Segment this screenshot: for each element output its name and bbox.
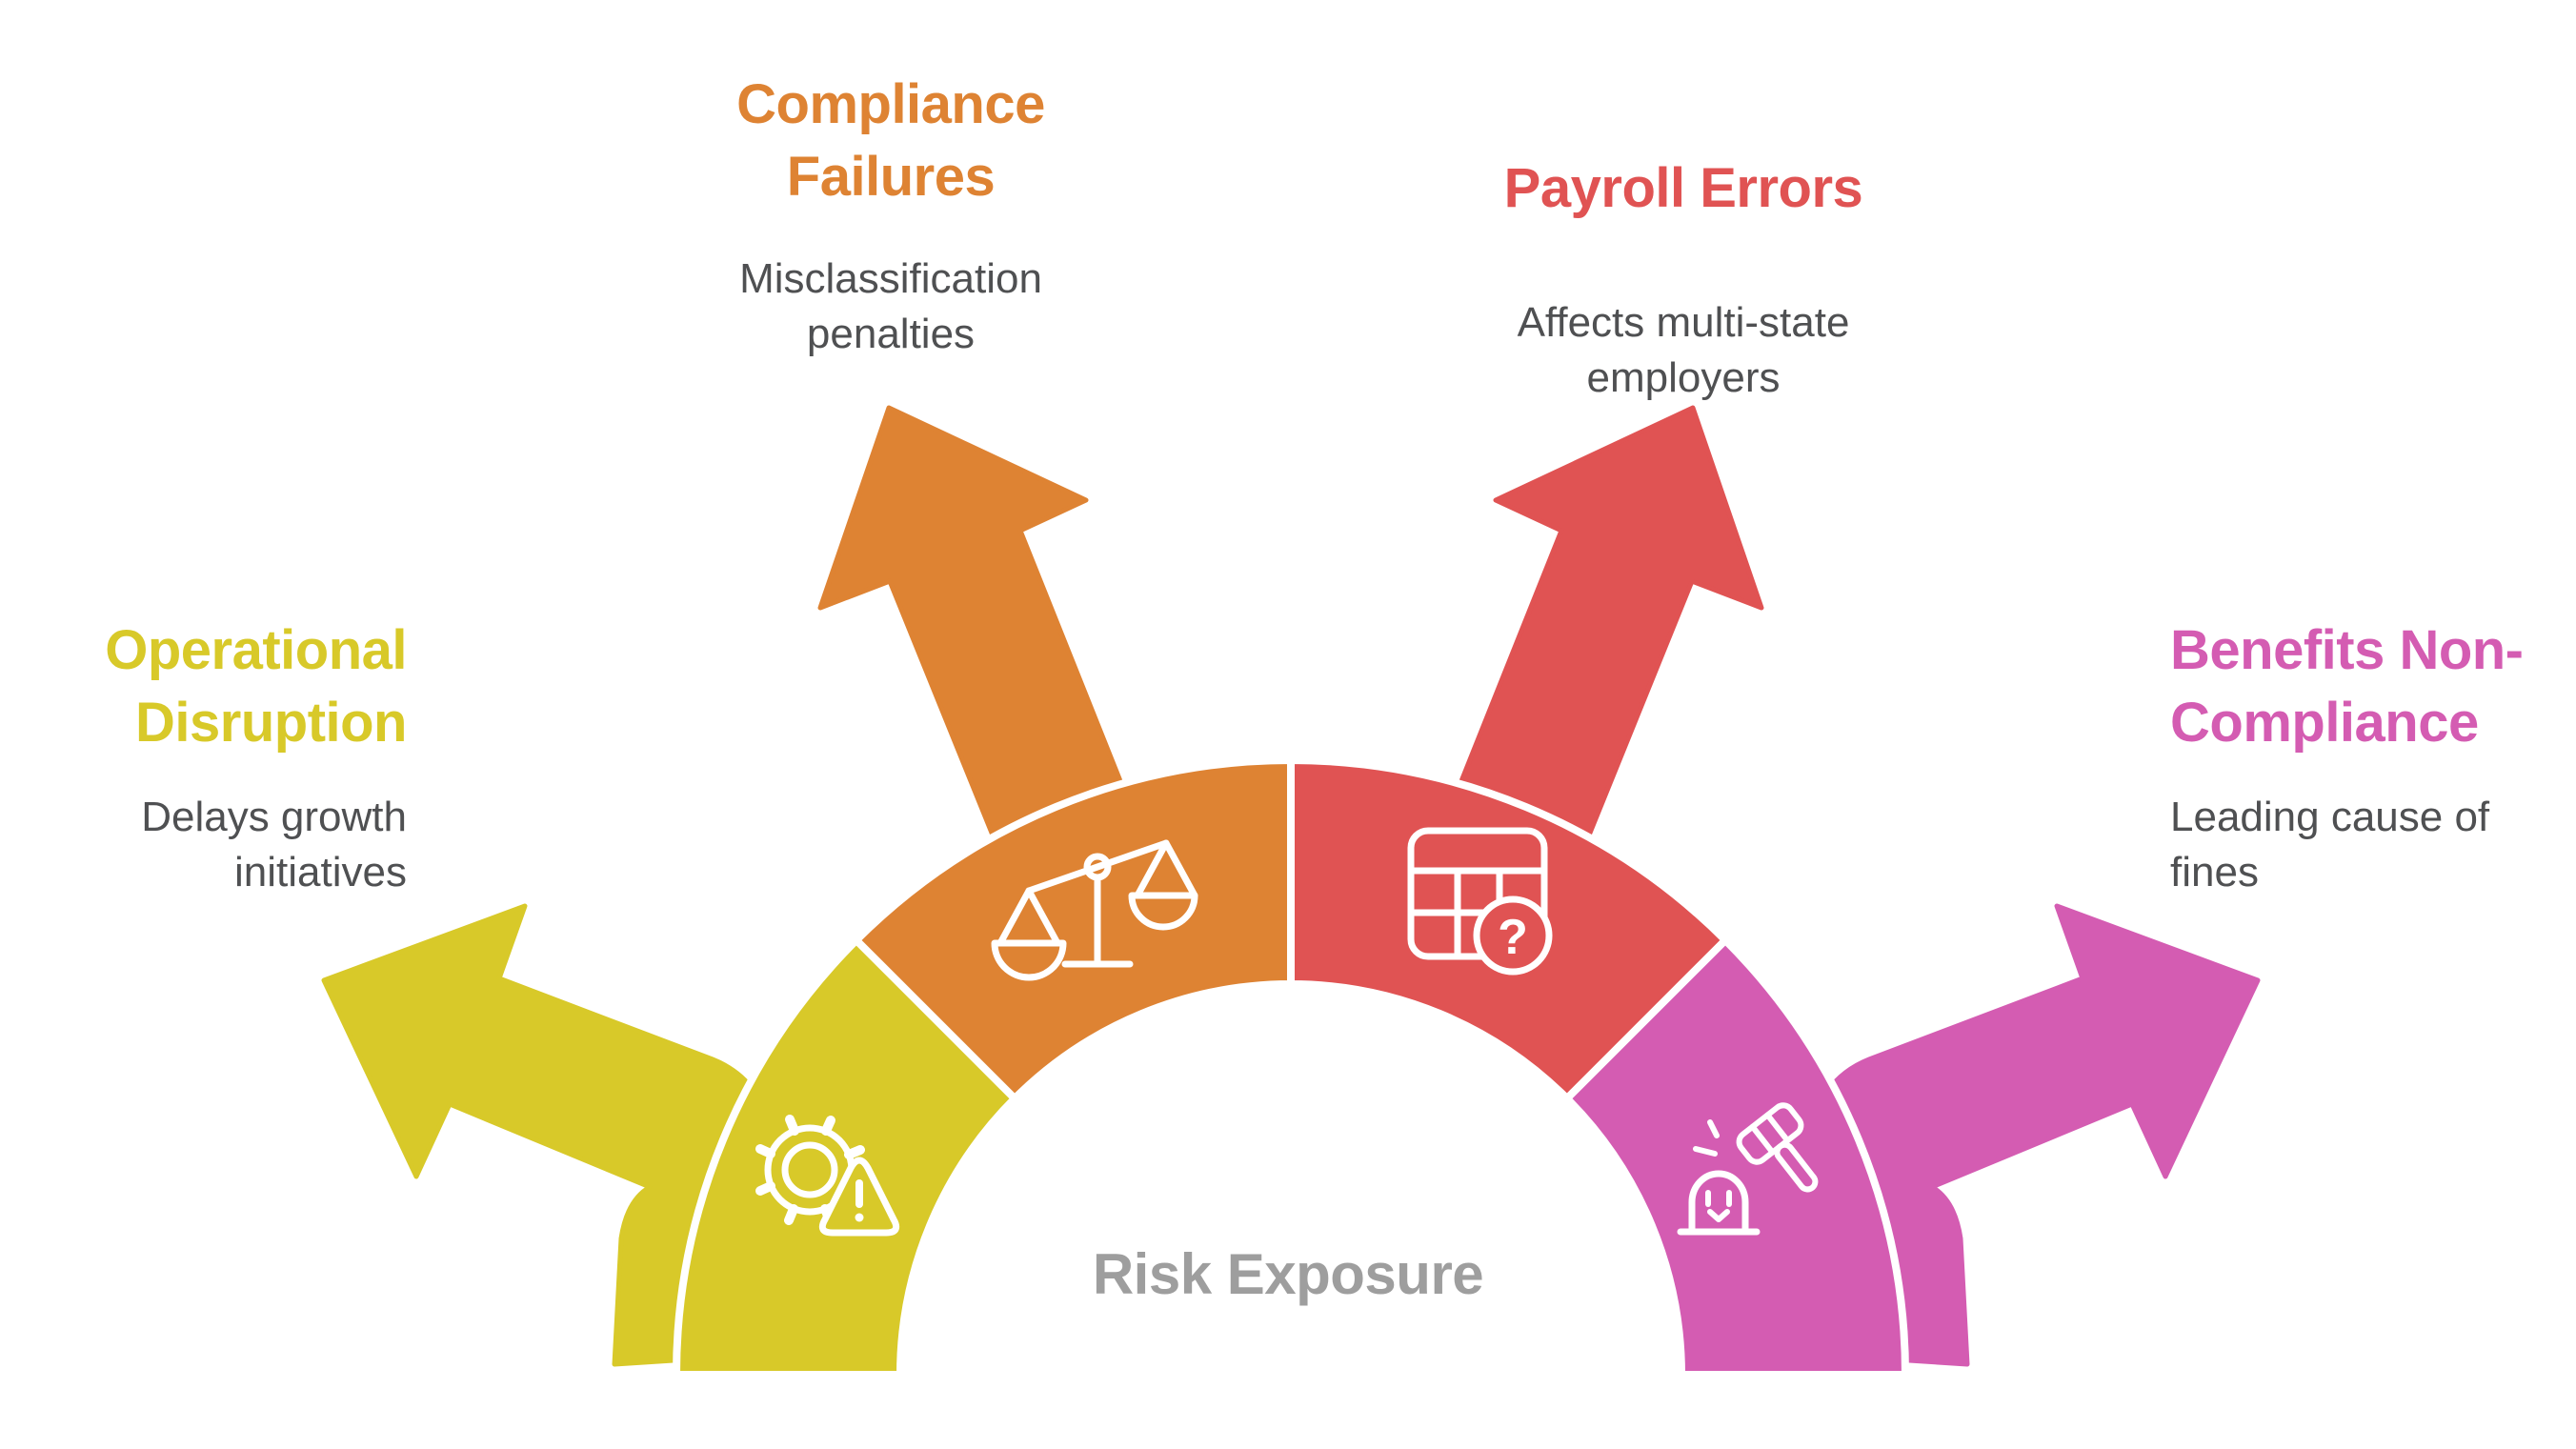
label-block-payroll-errors: Payroll Errors Affects multi-state emplo… (1445, 152, 1922, 406)
subtitle-line: Delays growth (141, 794, 407, 840)
icons-layer: ? (755, 827, 1819, 1237)
label-block-compliance-failures: Compliance Failures Misclassification pe… (653, 69, 1129, 362)
arrows-layer (321, 405, 2261, 1367)
subtitle-line: Leading cause of (2170, 794, 2490, 840)
segment-benefits-non-compliance (1562, 936, 1909, 1379)
center-label-block: Risk Exposure (1002, 1238, 1574, 1311)
subtitle-line: initiatives (234, 849, 407, 896)
title-line: Compliance (2170, 692, 2479, 754)
svg-text:?: ? (1498, 910, 1528, 965)
subtitle-line: Misclassification (739, 255, 1042, 302)
payroll-errors-title: Payroll Errors (1445, 152, 1922, 225)
subtitle-line: fines (2170, 849, 2259, 896)
payroll-errors-subtitle: Affects multi-state employers (1445, 295, 1922, 406)
subtitle-line: penalties (806, 311, 976, 357)
title-line: Failures (786, 146, 996, 208)
title-line: Benefits Non- (2170, 619, 2524, 681)
compliance-failures-subtitle: Misclassification penalties (653, 252, 1129, 362)
title-line: Payroll Errors (1503, 157, 1863, 219)
gavel-whack-icon (1677, 1102, 1819, 1236)
scales-icon (991, 839, 1198, 981)
title-line: Disruption (135, 692, 407, 754)
subtitle-line: Affects multi-state (1517, 299, 1850, 346)
label-block-operational-disruption: Operational Disruption Delays growth ini… (26, 614, 407, 900)
gear-warning-icon (755, 1115, 900, 1237)
title-line: Operational (105, 619, 407, 681)
benefits-non-compliance-subtitle: Leading cause of fines (2170, 790, 2576, 900)
compliance-failures-title: Compliance Failures (653, 69, 1129, 213)
operational-disruption-title: Operational Disruption (26, 614, 407, 759)
ring-layer (673, 756, 1909, 1379)
operational-disruption-subtitle: Delays growth initiatives (26, 790, 407, 900)
subtitle-line: employers (1586, 354, 1781, 401)
table-question-icon: ? (1407, 827, 1553, 976)
center-label: Risk Exposure (1092, 1242, 1484, 1306)
title-line: Compliance (736, 73, 1045, 135)
label-block-benefits-non-compliance: Benefits Non- Compliance Leading cause o… (2170, 614, 2576, 900)
benefits-non-compliance-title: Benefits Non- Compliance (2170, 614, 2576, 759)
